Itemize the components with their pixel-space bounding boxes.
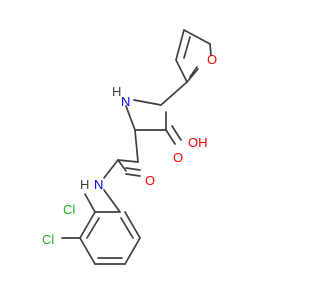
bond [175, 59, 188, 83]
atom-labels: O H N OH O O H N Cl Cl [42, 52, 217, 247]
bond [124, 237, 141, 265]
bond [86, 217, 100, 239]
bond [165, 129, 176, 145]
bond [79, 237, 96, 265]
acid-hydroxyl-label: OH [188, 135, 208, 150]
amide-oxygen-label: O [145, 173, 155, 188]
bond [103, 159, 119, 179]
bond [84, 193, 96, 213]
bond [124, 211, 141, 239]
amine-nitrogen-label: N [121, 94, 130, 109]
bond [117, 159, 127, 172]
bond [79, 211, 96, 239]
bond [133, 99, 162, 106]
bond [125, 105, 136, 131]
bond [186, 68, 199, 83]
bond [171, 125, 182, 141]
bond [160, 81, 188, 106]
bond [183, 29, 211, 45]
bond [183, 36, 191, 59]
chloro-meta-label: Cl [42, 232, 54, 247]
bond [125, 173, 141, 177]
chloro-ortho-label: Cl [63, 202, 75, 217]
molecule-structure: O H N OH O O H N Cl Cl [42, 29, 217, 265]
bond [125, 167, 141, 171]
amide-hydrogen-label: H [80, 177, 89, 192]
bond [120, 217, 134, 239]
furan-oxygen-label: O [207, 52, 217, 67]
acid-carbonyl-oxygen-label: O [173, 150, 183, 165]
amide-nitrogen-label: N [94, 177, 103, 192]
amine-hydrogen-label: H [112, 84, 121, 99]
bonds [61, 29, 212, 265]
molecule-canvas: O H N OH O O H N Cl Cl [42, 29, 217, 265]
bond [189, 66, 198, 78]
bond [175, 29, 185, 61]
bond [134, 129, 139, 163]
bond [209, 43, 212, 56]
bond [117, 159, 139, 163]
bond [103, 189, 121, 213]
